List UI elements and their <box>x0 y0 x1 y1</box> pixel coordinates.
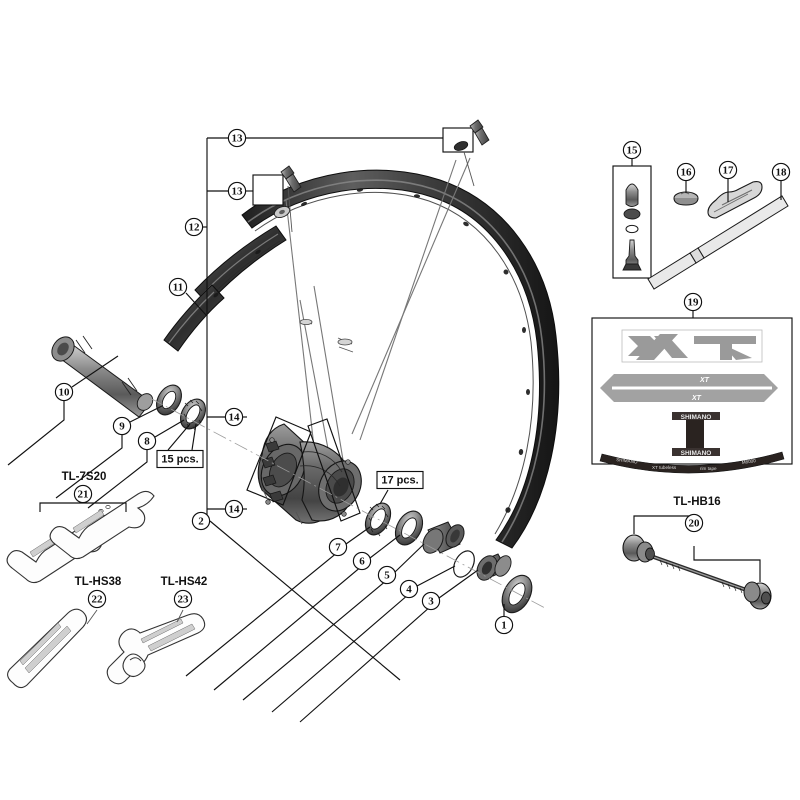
callout-number-text: 13 <box>232 186 244 198</box>
callout-14[interactable]: 14 <box>224 407 244 427</box>
callout-18[interactable]: 18 <box>771 162 791 182</box>
rim-tape-part-18 <box>647 195 789 290</box>
callout-13[interactable]: 13 <box>227 128 247 148</box>
callout-number-text: 20 <box>689 518 701 530</box>
callout-3[interactable]: 3 <box>421 591 441 611</box>
callout-number-text: 14 <box>229 412 241 424</box>
tool-label-tl-hb16: TL-HB16 <box>673 496 720 508</box>
quantity-text: 15 pcs. <box>161 454 198 466</box>
callout-10[interactable]: 10 <box>54 382 74 402</box>
decal-sheet-part-19: XT XT SHIMANO SHIMANO SHIMANO XT tubeles… <box>591 317 793 474</box>
callout-15[interactable]: 15 <box>622 140 642 160</box>
callout-12[interactable]: 12 <box>184 217 204 237</box>
callout-number-text: 4 <box>406 584 412 596</box>
callout-number-text: 15 <box>627 145 639 157</box>
lock-nut-part-3 <box>476 553 512 581</box>
callout-7[interactable]: 7 <box>328 537 348 557</box>
callout-number-text: 19 <box>688 297 700 309</box>
callout-2[interactable]: 2 <box>191 511 211 531</box>
callout-number-text: 3 <box>428 596 434 608</box>
callout-9[interactable]: 9 <box>112 416 132 436</box>
callout-number-text: 7 <box>335 542 341 554</box>
cone-part-9 <box>156 384 182 416</box>
callout-number-text: 9 <box>119 421 125 433</box>
svg-text:XT: XT <box>699 377 710 384</box>
assembly-centreline <box>149 397 546 609</box>
spokes <box>285 157 471 501</box>
callout-22[interactable]: 22 <box>87 589 107 609</box>
callout-number-text: 22 <box>92 594 104 606</box>
nipple-detail-left <box>252 165 302 233</box>
quantity-label-17: 17 pcs. <box>376 470 424 490</box>
quantity-label-15: 15 pcs. <box>156 449 204 469</box>
hb16-end-left <box>622 534 655 563</box>
callout-14[interactable]: 14 <box>224 499 244 519</box>
callout-1[interactable]: 1 <box>494 615 514 635</box>
rim-arc-main <box>241 169 560 549</box>
callout-number-text: 2 <box>198 516 204 528</box>
rim-segment-detail <box>163 225 287 352</box>
callout-number-text: 18 <box>776 167 788 179</box>
callout-19[interactable]: 19 <box>683 292 703 312</box>
tool-label-tl-hs38: TL-HS38 <box>75 576 122 588</box>
callout-number-text: 13 <box>232 133 244 145</box>
nipple-detail-right <box>442 119 490 187</box>
tool-hb16-part-20 <box>622 515 772 610</box>
bearing-ring-part-8 <box>180 398 206 431</box>
svg-text:SHIMANO: SHIMANO <box>681 414 712 421</box>
callout-number-text: 11 <box>173 282 183 294</box>
callout-21[interactable]: 21 <box>73 484 93 504</box>
callout-number-text: 14 <box>229 504 241 516</box>
callout-number-text: 1 <box>501 620 507 632</box>
cone-part-5 <box>422 521 465 554</box>
callout-11[interactable]: 11 <box>168 277 188 297</box>
seal-part-6 <box>394 510 424 546</box>
tool-hs42-part-23 <box>106 609 206 685</box>
tool-hs38-part-22 <box>7 608 98 689</box>
cap-part-1 <box>501 574 533 614</box>
cap-part-16 <box>673 191 699 206</box>
callout-number-text: 6 <box>359 556 365 568</box>
svg-text:rim tape: rim tape <box>700 466 717 471</box>
callout-8[interactable]: 8 <box>137 431 157 451</box>
svg-text:SHIMANO: SHIMANO <box>681 450 712 457</box>
callout-5[interactable]: 5 <box>377 565 397 585</box>
callout-16[interactable]: 16 <box>676 162 696 182</box>
hub-callout-brackets <box>246 416 361 525</box>
callout-number-text: 23 <box>178 594 190 606</box>
svg-text:XT tubeless: XT tubeless <box>652 465 677 470</box>
axle-part-10 <box>51 335 154 418</box>
callout-number-text: 5 <box>384 570 390 582</box>
svg-text:XT: XT <box>691 395 702 402</box>
callout-17[interactable]: 17 <box>718 160 738 180</box>
callout-number-text: 12 <box>189 222 201 234</box>
quantity-text: 17 pcs. <box>381 475 418 487</box>
washer-part-4 <box>453 550 475 578</box>
callout-4[interactable]: 4 <box>399 579 419 599</box>
svg-text:M8000: M8000 <box>741 458 756 465</box>
tool-label-tl-7s20: TL-7S20 <box>62 471 107 483</box>
callout-number-text: 8 <box>144 436 150 448</box>
callout-number-text: 21 <box>78 489 89 501</box>
hub-shell <box>257 423 362 524</box>
callout-20[interactable]: 20 <box>684 513 704 533</box>
callout-23[interactable]: 23 <box>173 589 193 609</box>
tool-label-tl-hs42: TL-HS42 <box>161 576 208 588</box>
valve-kit-part-15 <box>612 165 652 279</box>
callout-number-text: 10 <box>59 387 71 399</box>
callout-6[interactable]: 6 <box>352 551 372 571</box>
svg-text:SHIMANO: SHIMANO <box>616 457 638 465</box>
callout-number-text: 16 <box>681 167 693 179</box>
callout-13[interactable]: 13 <box>227 181 247 201</box>
callout-number-text: 17 <box>723 165 735 177</box>
hb16-end-right <box>743 581 772 610</box>
tool-part-17 <box>707 181 763 219</box>
